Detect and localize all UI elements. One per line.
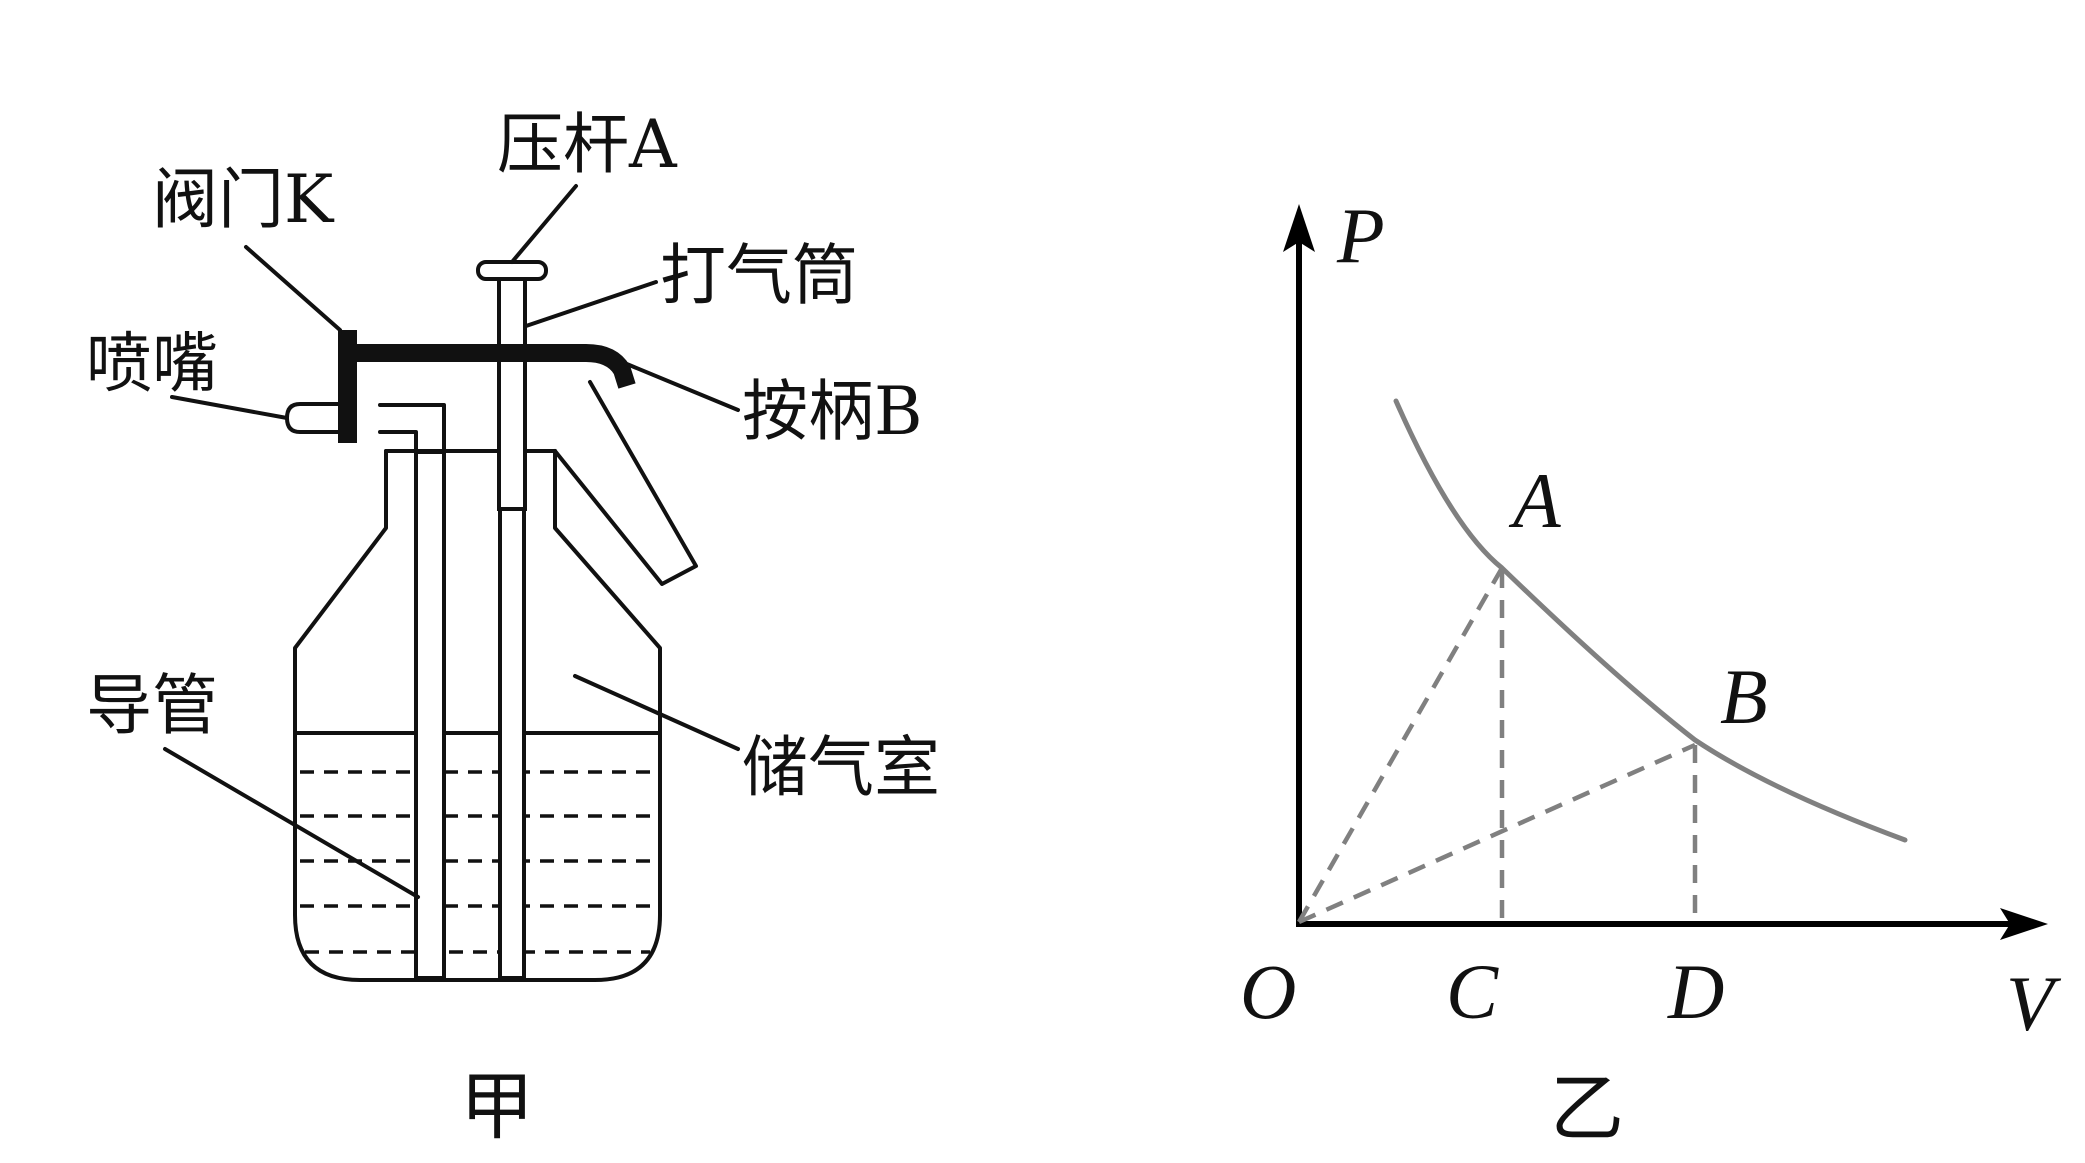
point-label-d: D xyxy=(1667,948,1724,1035)
nozzle xyxy=(284,402,346,434)
label-gas-chamber: 储气室 xyxy=(742,729,940,806)
outlet-pipe-outer xyxy=(378,403,446,454)
point-label-c: C xyxy=(1446,948,1499,1035)
pump-barrel xyxy=(497,274,527,511)
leader-handle-b xyxy=(620,360,740,412)
sprayer-diagram: 压杆A 阀门K 打气筒 喷嘴 按柄B 导管 储气室 甲 xyxy=(86,106,940,1150)
axis-label-v: V xyxy=(2006,960,2062,1047)
caption-right: 乙 xyxy=(1550,1066,1624,1152)
point-label-b: B xyxy=(1720,653,1768,740)
handle-arm xyxy=(553,380,698,586)
isotherm-curve xyxy=(1393,398,1908,843)
guide-tube xyxy=(414,450,446,980)
leader-pump-barrel xyxy=(524,280,658,328)
leader-rod-a xyxy=(510,184,578,264)
label-nozzle: 喷嘴 xyxy=(86,325,218,402)
pump-rod-inside xyxy=(498,507,526,980)
caption-left: 甲 xyxy=(460,1064,534,1150)
label-pump-barrel: 打气筒 xyxy=(660,237,858,314)
dash-oa xyxy=(1297,566,1504,924)
valve-handle-bar xyxy=(346,344,636,389)
y-axis-arrow xyxy=(1283,204,1315,252)
outlet-pipe xyxy=(378,430,418,454)
label-handle-b: 按柄B xyxy=(742,373,923,450)
label-rod-a: 压杆A xyxy=(497,106,678,183)
leader-gas-chamber xyxy=(573,674,740,751)
leader-nozzle xyxy=(170,395,289,420)
pv-graph: P V O A B C D 乙 xyxy=(1240,192,2062,1152)
x-axis-arrow xyxy=(2000,908,2048,940)
leader-valve-k xyxy=(244,245,342,332)
point-label-a: A xyxy=(1508,457,1561,544)
dash-ob xyxy=(1298,742,1696,925)
valve-k xyxy=(338,330,357,443)
axis-label-p: P xyxy=(1336,192,1385,279)
label-guide-tube: 导管 xyxy=(86,667,218,744)
origin-label-o: O xyxy=(1240,948,1296,1035)
leader-guide-tube xyxy=(163,747,420,899)
label-valve-k: 阀门K xyxy=(152,161,335,238)
rod-a-cap xyxy=(476,260,548,281)
bottle-outline xyxy=(293,449,662,982)
